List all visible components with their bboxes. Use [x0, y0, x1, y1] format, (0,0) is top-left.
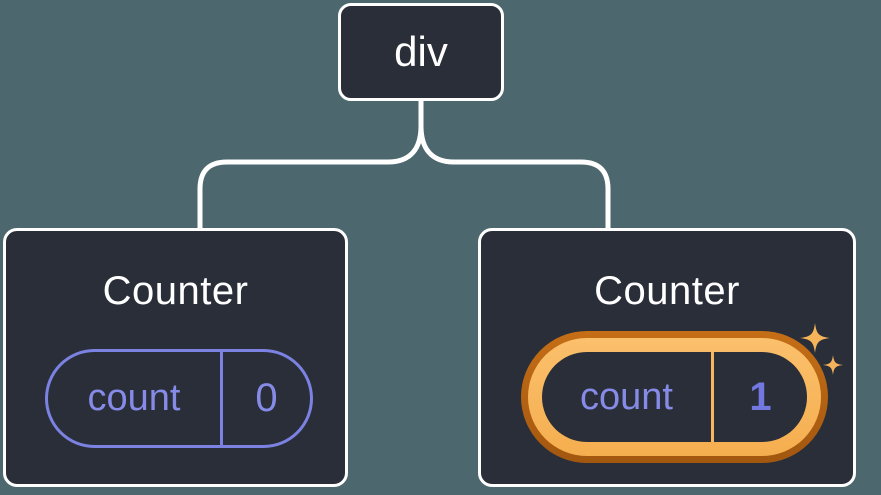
state-pill-value-segment: 1 — [714, 352, 807, 442]
pill-divider — [711, 352, 714, 442]
card-title: Counter — [594, 269, 740, 313]
state-pill-key-segment: count — [542, 352, 711, 442]
component-card-counter-1: Counter count 1 — [478, 228, 856, 487]
state-value: 1 — [749, 374, 772, 419]
root-node-label: div — [394, 28, 448, 75]
state-pill-highlight-ring: count 1 — [521, 331, 828, 463]
connector-right-branch — [418, 96, 611, 233]
state-pill-key-segment: count — [48, 352, 220, 445]
state-pill-value-segment: 0 — [223, 352, 310, 445]
state-key-label: count — [580, 375, 673, 418]
state-pill: count 0 — [45, 349, 313, 448]
state-pill-highlight-band: count 1 — [528, 338, 821, 456]
state-pill: count 1 — [542, 352, 807, 442]
component-card-counter-0: Counter count 0 — [3, 228, 348, 487]
connector-left-branch — [197, 96, 424, 233]
state-key-label: count — [87, 377, 181, 419]
tree-root-node: div — [338, 3, 504, 101]
pill-divider — [220, 352, 223, 445]
state-value: 0 — [255, 376, 278, 420]
card-title: Counter — [102, 269, 249, 313]
